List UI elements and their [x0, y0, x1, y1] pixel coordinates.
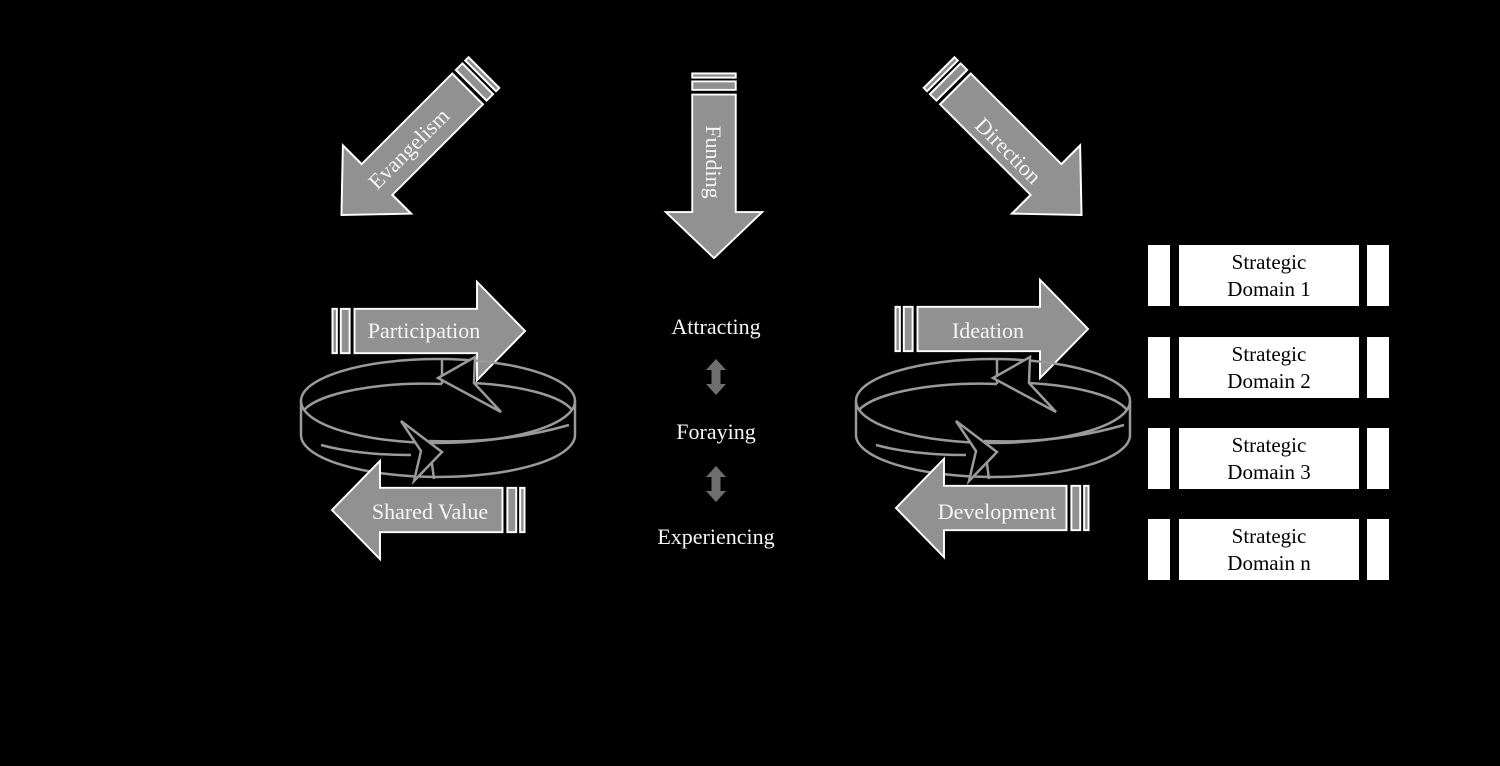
domain-left-bar: [1148, 245, 1170, 306]
stage-foraying-label: Foraying: [676, 419, 756, 444]
domain-right-bar: [1367, 428, 1389, 489]
domain-left-bar: [1148, 428, 1170, 489]
domain-text-line1: Strategic: [1231, 523, 1307, 548]
funding-label: Funding: [701, 125, 726, 199]
domain-text-line1: Strategic: [1231, 432, 1307, 457]
strategic-domain-2-box: Strategic Domain 2: [1179, 337, 1359, 398]
strategic-domain-1-box: Strategic Domain 1: [1179, 245, 1359, 306]
ideation-label: Ideation: [951, 318, 1025, 343]
domain-text-line2: Domain n: [1227, 550, 1311, 575]
domain-right-bar: [1367, 519, 1389, 580]
development-label: Development: [937, 499, 1057, 524]
strategic-domain-row: Strategic Domain 3: [1148, 428, 1389, 489]
strategic-domain-row: Strategic Domain 2: [1148, 337, 1389, 398]
shared-value-label: Shared Value: [371, 499, 489, 524]
up-down-arrow-icon: [706, 466, 726, 502]
strategic-domain-3-box: Strategic Domain 3: [1179, 428, 1359, 489]
strategic-domain-row: Strategic Domain 1: [1148, 245, 1389, 306]
stage-attracting-label: Attracting: [671, 314, 761, 339]
domain-text-line2: Domain 1: [1227, 276, 1311, 301]
domain-text-line2: Domain 2: [1227, 368, 1311, 393]
domain-right-bar: [1367, 337, 1389, 398]
strategic-domain-n-box: Strategic Domain n: [1179, 519, 1359, 580]
strategic-domain-row: Strategic Domain n: [1148, 519, 1389, 580]
domain-right-bar: [1367, 245, 1389, 306]
domain-left-bar: [1148, 519, 1170, 580]
participation-label: Participation: [367, 318, 481, 343]
domain-text-line2: Domain 3: [1227, 459, 1311, 484]
domain-text-line1: Strategic: [1231, 249, 1307, 274]
domain-text-line1: Strategic: [1231, 341, 1307, 366]
up-down-arrow-icon: [706, 359, 726, 395]
domain-left-bar: [1148, 337, 1170, 398]
stage-experiencing-label: Experiencing: [657, 524, 775, 549]
